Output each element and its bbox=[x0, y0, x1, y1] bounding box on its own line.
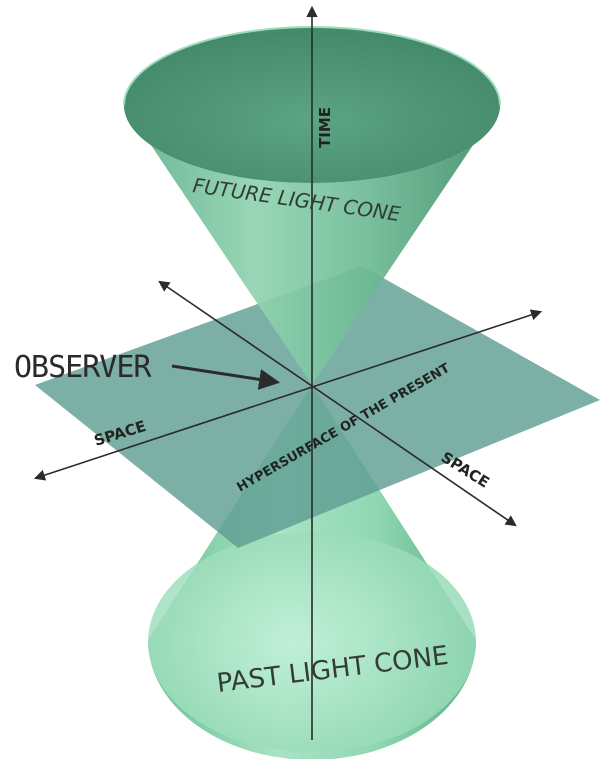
axes bbox=[33, 5, 543, 740]
time-label: TIME bbox=[316, 107, 334, 148]
observer-label: OBSERVER bbox=[14, 350, 152, 385]
space-axis-b bbox=[158, 280, 517, 527]
observer-pointer-arrow bbox=[171, 364, 281, 390]
